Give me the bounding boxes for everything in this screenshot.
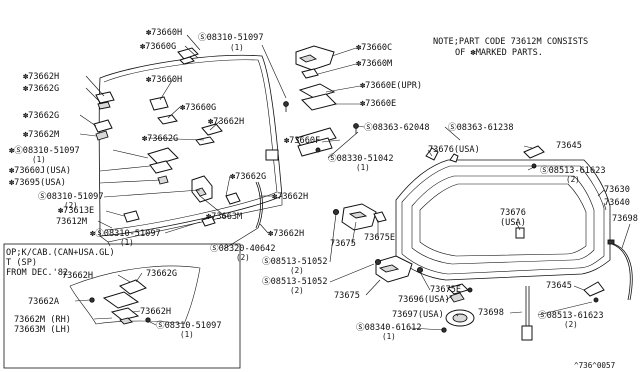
inset-bracket-73662G (119, 279, 147, 295)
label-73676-mid: 73676 (500, 208, 526, 218)
label-73660C: ✽73660C (356, 43, 392, 53)
label-73662H-right: ✽73662H (268, 229, 304, 239)
label-08513-51052-a: Ⓢ08513-51052 (262, 256, 328, 267)
inset-label-73662H-a: 73662H (62, 271, 93, 281)
inset-label-08310-51097: Ⓢ08310-51097 (156, 320, 222, 331)
label-08513-51052-b-qty: (2) (290, 286, 304, 295)
label-73696: 73696(USA) (398, 295, 450, 305)
label-08330-51042: Ⓢ08330-51042 (328, 153, 394, 164)
inset-line-3: FROM DEC.'82 (6, 268, 68, 278)
bracket-73660F (295, 127, 337, 149)
clip-73660H-top (177, 47, 199, 60)
label-73612M: 73612M (56, 217, 87, 227)
inset-line-2: T (SP) (6, 258, 37, 268)
label-73660M: ✽73660M (356, 59, 392, 69)
inset-labels: OP;K/CAB.(CAN+USA.GL) T (SP) FROM DEC.'8… (6, 248, 222, 339)
inset-bracket-73662M (110, 307, 140, 321)
label-73660F: ✽73660F (284, 136, 320, 146)
latch-73660J (147, 147, 179, 165)
diagram-code: ^736^0057 (574, 361, 615, 370)
label-73613E: ✽73613E (58, 206, 94, 216)
bracket-73662G (95, 91, 115, 104)
inset-label-73662H-b: 73662H (140, 307, 171, 317)
label-73645-top: 73645 (556, 141, 582, 151)
label-08513-61623-bottom: Ⓢ08513-61623 (538, 310, 604, 321)
label-08363-61238: Ⓢ08363-61238 (448, 122, 514, 133)
label-73676-usa-top: 73676(USA) (428, 145, 480, 155)
label-08310-51097-top: Ⓢ08310-51097 (198, 32, 264, 43)
label-08310-51097-left-qty: (1) (32, 155, 46, 164)
part-code-note: NOTE;PART CODE 73612M CONSISTS OF ✽MARKE… (433, 37, 588, 58)
label-73660G-top: ✽73660G (140, 42, 176, 52)
label-08513-51052-a-qty: (2) (290, 266, 304, 275)
label-08310-51097-center-qty: (2) (64, 201, 78, 210)
label-73660H-top: ✽73660H (146, 28, 182, 38)
label-73663M: ✽73663M (206, 212, 242, 222)
label-73662H-mid: ✽73662H (208, 117, 244, 127)
label-08310-51097-bottom: ✽Ⓢ08310-51097 (90, 228, 161, 239)
roof-hardware (93, 47, 279, 229)
inset-box (3, 243, 241, 369)
label-73645-bottom: 73645 (546, 281, 572, 291)
label-08513-61623-bottom-qty: (2) (564, 320, 578, 329)
inset-label-73663M-lh: 73663M (LH) (14, 325, 71, 335)
label-73675E-a: 73675E (364, 233, 395, 243)
label-73675-a: 73675 (330, 239, 356, 249)
inset-line-1: OP;K/CAB.(CAN+USA.GL) (6, 248, 115, 258)
label-73697: 73697(USA) (392, 310, 444, 320)
label-73660E: ✽73660E (360, 99, 396, 109)
label-73630: 73630 (604, 185, 630, 195)
label-73662M: ✽73662M (23, 130, 59, 140)
label-73660G-mid: ✽73660G (180, 103, 216, 113)
label-73695: ✽73695(USA) (9, 178, 66, 188)
inset-label-08310-51097-qty: (1) (180, 330, 194, 339)
label-73676-mid-usa: (USA) (500, 218, 526, 228)
note-line-1: NOTE;PART CODE 73612M CONSISTS (433, 37, 588, 47)
label-08330-51042-qty: (1) (356, 163, 370, 172)
label-08340-61612-qty: (1) (382, 332, 396, 341)
label-73660H-mid: ✽73660H (146, 75, 182, 85)
label-08513-61623-top-qty: (2) (566, 175, 580, 184)
label-08513-61623-top: Ⓢ08513-61623 (540, 165, 606, 176)
label-73675E-b: 73675E (430, 285, 461, 295)
strut-latch (441, 283, 533, 341)
label-08310-51097-top-qty: (1) (230, 43, 244, 52)
label-73698-bottom: 73698 (478, 308, 504, 318)
label-73662G-l2: ✽73662G (23, 111, 59, 121)
bracket-73645-top (523, 145, 545, 159)
glass-frame (395, 145, 633, 303)
label-73675-b: 73675 (334, 291, 360, 301)
hinge-pieces (283, 45, 359, 157)
label-73662H-center: ✽73662H (272, 192, 308, 202)
label-08340-61612: Ⓢ08340-61612 (356, 322, 422, 333)
clip-73660H-mid (149, 96, 169, 111)
label-08513-51052-b: Ⓢ08513-51052 (262, 276, 328, 287)
inset-label-73662G: 73662G (146, 269, 177, 279)
inset-label-73662M-rh: 73662M (RH) (14, 315, 71, 325)
label-08310-51097-bottom-qty: (1) (120, 238, 134, 247)
label-08310-51097-left: ✽Ⓢ08310-51097 (9, 145, 80, 156)
label-08320-40642-qty: (2) (236, 253, 250, 262)
label-73662G-mid: ✽73662G (142, 134, 178, 144)
clip-73676-mid (515, 227, 525, 239)
callout-labels: ✽73660H Ⓢ08310-51097 (1) ✽73660G ✽73660C… (9, 28, 638, 370)
label-73698-right: 73698 (612, 214, 638, 224)
note-line-2: OF ✽MARKED PARTS. (455, 48, 543, 58)
lower-hinges (332, 203, 424, 283)
label-08363-62048: Ⓢ08363-62048 (364, 122, 430, 133)
label-08320-40642: Ⓢ08320-40642 (210, 243, 276, 254)
label-08310-51097-center: Ⓢ08310-51097 (38, 191, 104, 202)
leader-lines (79, 34, 631, 331)
label-73662G-l1: ✽73662G (23, 84, 59, 94)
label-73660J: ✽73660J(USA) (9, 166, 71, 176)
inset-label-73662A: 73662A (28, 297, 60, 307)
label-73662H-l1: ✽73662H (23, 72, 59, 82)
label-73640: 73640 (604, 198, 630, 208)
label-73660E-upr: ✽73660E(UPR) (360, 81, 422, 91)
bracket-73645-bottom (583, 281, 605, 297)
label-73662G-center: ✽73662G (230, 172, 266, 182)
